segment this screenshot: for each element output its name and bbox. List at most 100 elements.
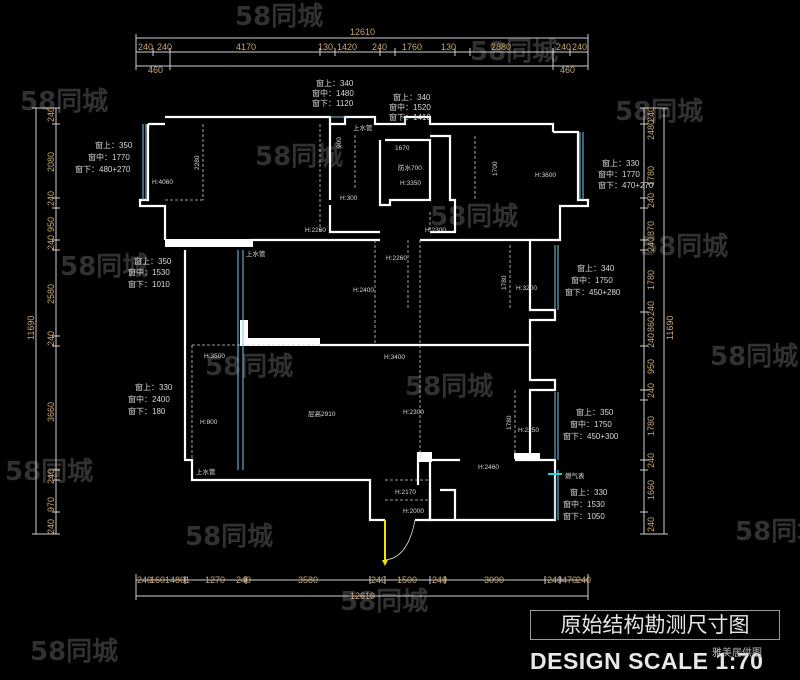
left-total-dim: 11690 (26, 316, 36, 340)
water-pipe-label-2: 上水管 (246, 249, 266, 258)
water-pipe-label-3: 上水管 (196, 467, 216, 476)
top-dim-3: 4170 (236, 42, 256, 52)
right-dim-12: 240 (646, 383, 656, 398)
watermark-8: 58同城 (60, 252, 148, 282)
right-total-dim: 11690 (665, 316, 675, 340)
h10: H:800 (200, 419, 218, 426)
w4-mid: 窗中：1770 (598, 169, 640, 179)
w7-bot: 窗下：180 (128, 406, 166, 416)
h14: H:2250 (518, 427, 539, 434)
left-dim-7: 240 (46, 331, 56, 346)
w8-bot: 窗下：450+300 (563, 431, 619, 441)
w1-bot: 窗下：1120 (312, 98, 354, 108)
top-sub-dim-1: 460 (148, 65, 163, 75)
entry-door (382, 519, 416, 566)
bottom-dim-11: 240 (547, 575, 562, 585)
w8-mid: 窗中：1750 (570, 419, 612, 429)
bottom-dim-2: 1601 (150, 575, 170, 585)
left-dim-4: 950 (46, 217, 56, 232)
w4-top: 窗上：330 (602, 158, 640, 168)
w5-top: 窗上：350 (134, 256, 172, 266)
right-dim-11: 950 (646, 359, 656, 374)
dim-1670: 1670 (395, 145, 410, 152)
top-dim-2: 240 (157, 42, 172, 52)
bottom-dim-10: 3090 (484, 575, 504, 585)
right-dim-5: 870 (646, 221, 656, 236)
windows (142, 116, 584, 520)
left-dim-9: 240 (46, 469, 56, 484)
misc-labels: 层高2910 防水700 燃气表 上水管 上水管 上水管 1670 2280 1… (194, 123, 585, 480)
watermark-13: 58同城 (185, 522, 273, 552)
left-dim-10: 970 (46, 497, 56, 512)
right-dim-2: 2480 (646, 120, 656, 140)
h11: H:2300 (403, 409, 424, 416)
watermark-5: 58同城 (255, 142, 343, 172)
right-dim-3: 1780 (646, 166, 656, 186)
top-dim-7: 1760 (402, 42, 422, 52)
top-dim-9: 2880 (491, 42, 511, 52)
walls (138, 115, 590, 522)
left-dim-8: 3660 (46, 402, 56, 422)
bottom-dim-9: 240 (432, 575, 447, 585)
bottom-dim-12: 470 (562, 575, 577, 585)
top-total-dim: 12610 (350, 27, 375, 37)
w1-mid: 窗中：1480 (312, 88, 354, 98)
w4-bot: 窗下：470+270 (598, 180, 654, 190)
left-dim-6: 2580 (46, 284, 56, 304)
bottom-dim-7: 240 (371, 575, 386, 585)
right-dim-4: 240 (646, 193, 656, 208)
right-dim-16: 240 (646, 517, 656, 532)
bottom-dim-3: 4801 (170, 575, 190, 585)
right-dim-8: 240 (646, 301, 656, 316)
w1-top: 窗上：340 (316, 78, 354, 88)
w7-top: 窗上：330 (135, 382, 173, 392)
h13: H:3200 (516, 285, 537, 292)
left-dim-3: 240 (46, 191, 56, 206)
w9-mid: 窗中：1530 (563, 499, 605, 509)
bottom-dim-8: 1500 (397, 575, 417, 585)
top-dim-5: 1420 (337, 42, 357, 52)
top-dim-1: 240 (138, 42, 153, 52)
h6: H:2260 (386, 255, 407, 262)
dim-900: 900 (336, 137, 343, 148)
watermark-4: 58同城 (20, 87, 108, 117)
watermark-6: 58同城 (430, 202, 518, 232)
watermark-10: 58同城 (405, 372, 493, 402)
top-sub-dim-2: 460 (560, 65, 575, 75)
right-dim-14: 240 (646, 453, 656, 468)
window-notes: 窗上：340 窗中：1480 窗下：1120 窗上：340 窗中：1520 窗下… (75, 78, 654, 521)
top-dim-11: 240 (572, 42, 587, 52)
bottom-dim-5: 240 (236, 575, 251, 585)
w2-top: 窗上：340 (393, 92, 431, 102)
watermark-12: 58同城 (5, 457, 93, 487)
waterproof-label: 防水700 (398, 163, 422, 172)
h12: H:2460 (478, 464, 499, 471)
right-dim-1: 240 (646, 107, 656, 122)
w9-bot: 窗下：1050 (563, 511, 605, 521)
h9: H:3400 (384, 354, 405, 361)
watermark-15: 58同城 (340, 587, 428, 617)
bottom-dimensions: 240 1601 4801 1270 240 3580 240 1500 240… (135, 574, 591, 601)
right-dimensions: 11690 240 2480 1780 240 870 240 1780 240… (640, 107, 675, 535)
bottom-dim-13: 240 (576, 575, 591, 585)
bottom-total-dim: 12610 (350, 591, 375, 601)
beams (165, 124, 516, 501)
right-dim-6: 240 (646, 237, 656, 252)
dim-1780a: 1780 (501, 275, 508, 290)
left-dimensions: 11690 240 2080 240 950 240 2580 240 3660… (26, 107, 60, 535)
h5: H:3350 (400, 180, 421, 187)
h16: H:2000 (403, 508, 424, 515)
w2-bot: 窗下：1410 (389, 112, 431, 122)
left-dim-1: 240 (46, 107, 56, 122)
bottom-dim-4: 1270 (205, 575, 225, 585)
water-pipe-label-1: 上水管 (353, 123, 373, 132)
floor-height-label: 层高2910 (308, 409, 336, 418)
watermarks: 58同城 58同城 58同城 58同城 58同城 58同城 58同城 58同城 … (5, 2, 800, 667)
w2-mid: 窗中：1520 (389, 102, 431, 112)
drawing-title: 原始结构勘测尺寸图 (530, 610, 780, 640)
gas-meter-label: 燃气表 (565, 471, 585, 480)
source-credit: 雅美居供图 (712, 648, 762, 659)
h3: H:2260 (305, 227, 326, 234)
dim-2280: 2280 (194, 155, 201, 170)
